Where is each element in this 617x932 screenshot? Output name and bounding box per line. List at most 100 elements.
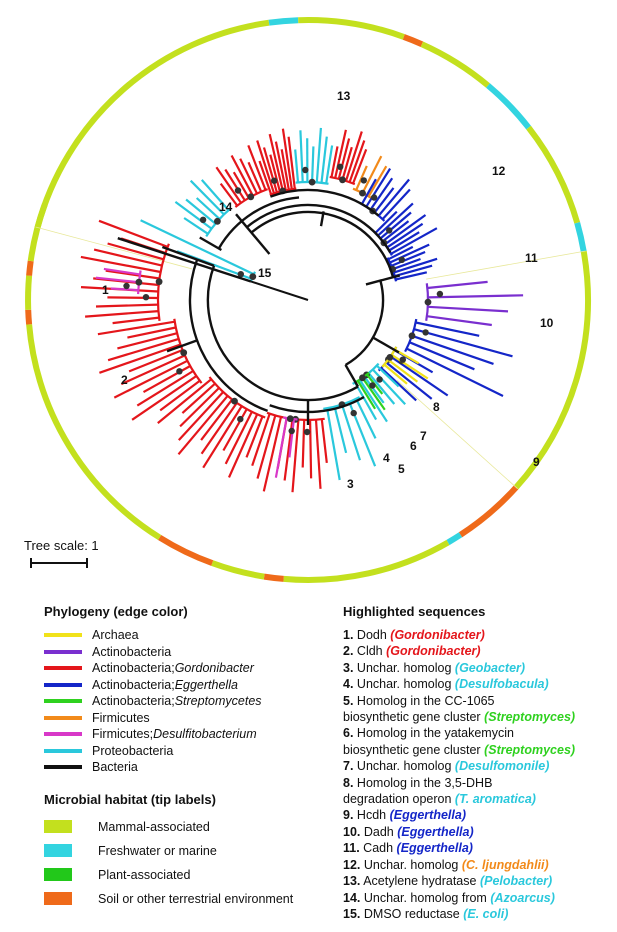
habitat-ring-segment xyxy=(486,83,531,130)
highlighted-number: 6. xyxy=(343,726,354,741)
backbone-branch xyxy=(344,364,360,388)
tip-branch xyxy=(80,255,161,274)
tip-branch xyxy=(337,138,351,180)
tip-branch xyxy=(363,375,385,404)
bootstrap-node xyxy=(237,415,244,423)
tip-branch xyxy=(365,168,392,208)
habitat-swatch xyxy=(44,892,72,905)
bootstrap-node xyxy=(422,329,429,336)
tip-branch xyxy=(262,147,278,193)
clade-number-label: 15 xyxy=(258,266,272,280)
tip-branch xyxy=(392,257,421,271)
bootstrap-node xyxy=(303,428,311,436)
edge-legend-title: Phylogeny (edge color) xyxy=(44,604,188,619)
habitat-ring-segment xyxy=(26,260,34,276)
tip-branch xyxy=(409,341,475,371)
tip-branch xyxy=(177,391,225,441)
tip-branch xyxy=(380,367,417,402)
tip-branch xyxy=(291,419,300,493)
highlighted-item: 7. Unchar. homolog (Desulfomonile) xyxy=(343,758,613,774)
edge-legend-taxon: Streptomycetes xyxy=(174,694,262,709)
tip-branch xyxy=(309,419,313,479)
tip-branch xyxy=(113,359,188,399)
edge-color-swatch xyxy=(44,682,82,687)
tip-branch xyxy=(224,411,253,465)
backbone-arc xyxy=(217,196,300,250)
highlighted-organism: (E. coli) xyxy=(463,906,509,921)
tip-branch xyxy=(390,227,438,255)
tip-branch xyxy=(258,160,273,195)
tip-branch xyxy=(95,303,159,308)
tip-branch xyxy=(112,316,160,325)
tip-branch xyxy=(393,257,438,274)
edge-legend-label: Actinobacteria; xyxy=(92,694,175,709)
habitat-ring-segment xyxy=(283,539,450,583)
tip-branch xyxy=(256,140,276,194)
tip-branch xyxy=(320,136,328,183)
highlighted-organism: (Eggerthella) xyxy=(396,841,473,856)
bootstrap-node xyxy=(386,354,394,361)
tip-branch xyxy=(256,415,277,479)
edge-legend-item: Actinobacteria; Eggerthella xyxy=(44,677,304,694)
tip-branch xyxy=(373,187,395,214)
bootstrap-node xyxy=(286,415,294,423)
tip-branch xyxy=(314,419,322,489)
tip-branch xyxy=(103,267,141,276)
highlighted-number: 5. xyxy=(343,693,354,708)
tip-branch xyxy=(394,264,433,278)
tip-branch xyxy=(287,136,296,189)
habitat-ring-segment xyxy=(446,532,463,546)
tree-gap-line xyxy=(426,250,586,280)
clade-number-label: 11 xyxy=(525,251,538,265)
highlighted-item: 12. Unchar. homolog (C. ljungdahlii) xyxy=(343,857,613,873)
habitat-swatch xyxy=(44,820,72,833)
edge-color-swatch xyxy=(44,666,82,671)
tip-branch xyxy=(315,127,322,183)
bootstrap-node xyxy=(155,278,163,286)
highlighted-organism: (C. ljungdahlii) xyxy=(461,857,549,872)
tip-branch xyxy=(382,220,410,243)
tip-branch xyxy=(390,250,426,267)
tip-branch xyxy=(299,130,304,183)
habitat-ring-segment xyxy=(298,17,405,40)
highlighted-organism: (Gordonibacter) xyxy=(390,628,485,642)
highlighted-organism: (Desulfobacula) xyxy=(454,677,549,692)
tip-branch xyxy=(395,271,428,281)
tip-branch xyxy=(288,419,295,458)
highlighted-number: 7. xyxy=(343,759,354,774)
highlighted-organism: (Geobacter) xyxy=(454,660,526,675)
backbone-branch xyxy=(166,339,198,353)
highlighted-item: 14. Unchar. homolog from (Azoarcus) xyxy=(343,890,613,906)
habitat-swatch xyxy=(44,844,72,857)
tip-branch xyxy=(227,413,259,478)
edge-color-swatch xyxy=(44,715,82,720)
edge-legend-item: Actinobacteria xyxy=(44,644,304,661)
tip-branch xyxy=(375,364,400,388)
tip-branch xyxy=(230,154,254,197)
tip-branch xyxy=(311,146,315,183)
tip-branch xyxy=(107,337,180,362)
backbone-arc xyxy=(246,203,392,254)
edge-color-swatch xyxy=(44,699,82,704)
highlighted-sequences: Highlighted sequences 1. Dodh (Gordoniba… xyxy=(343,604,613,922)
highlighted-text: Homolog in the 3,5-DHB xyxy=(356,775,493,790)
tip-branch xyxy=(381,188,411,220)
highlighted-organism: (Eggerthella) xyxy=(397,824,474,839)
tip-branch xyxy=(107,242,164,261)
bootstrap-node xyxy=(376,376,383,383)
tip-branch xyxy=(107,296,159,300)
edge-color-swatch xyxy=(44,732,82,737)
bootstrap-node xyxy=(249,273,257,280)
bootstrap-node xyxy=(302,166,309,174)
highlighted-organism: (Desulfomonile) xyxy=(454,759,550,774)
edge-legend-label: Firmicutes; xyxy=(92,727,154,742)
tip-branch xyxy=(127,326,177,339)
highlighted-number: 14. xyxy=(343,890,361,905)
highlighted-text-line2: degradation operon xyxy=(343,792,455,807)
backbone-branch xyxy=(199,236,222,252)
bootstrap-node xyxy=(271,177,278,184)
